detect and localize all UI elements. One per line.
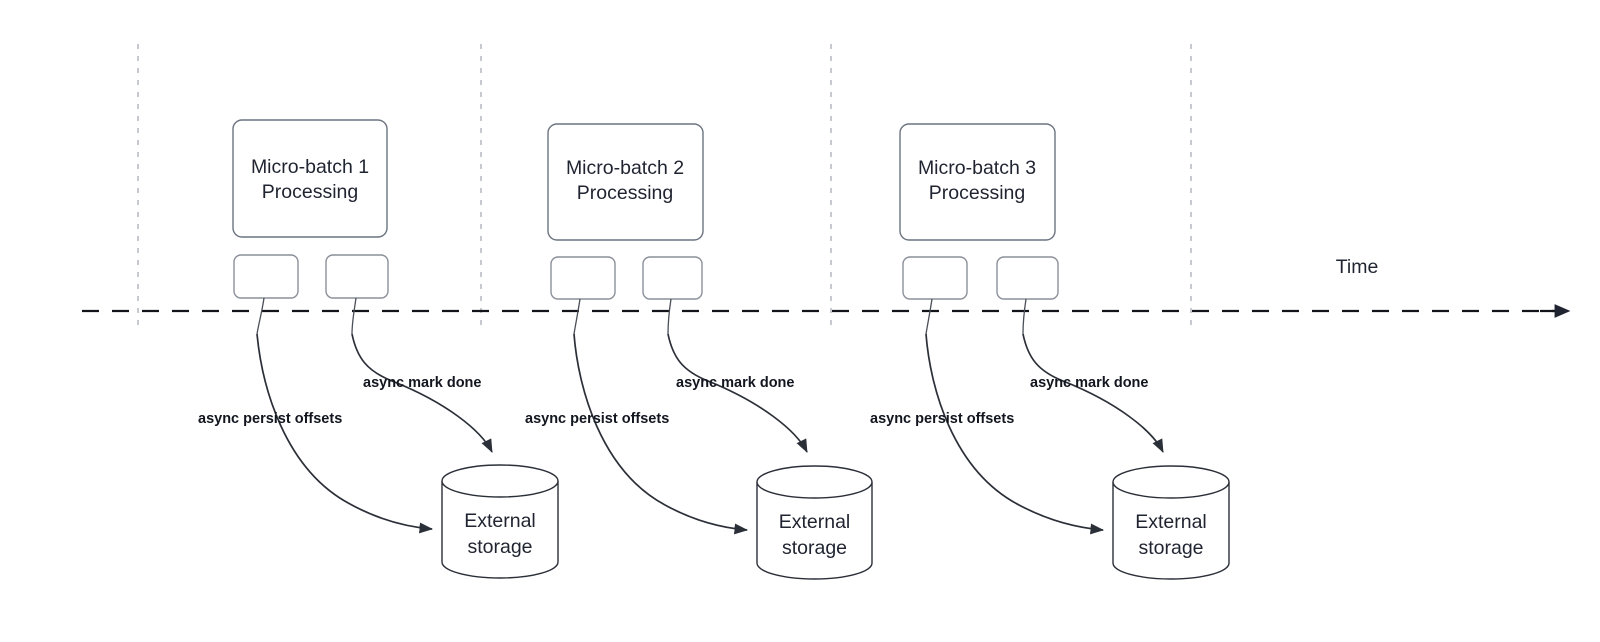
arrow-async-mark-done-1 (351, 333, 493, 453)
connector-3b (1022, 298, 1027, 335)
arrow-async-mark-done-2 (667, 333, 808, 453)
process-box-1-line2: Processing (262, 181, 358, 203)
connector-3a (925, 298, 933, 335)
external-storage-1-line2: storage (467, 536, 532, 558)
edge-label-async-persist-offsets-3: async persist offsets (870, 411, 1014, 427)
process-box-2-line1: Micro-batch 2 (566, 157, 684, 179)
group-1: Micro-batch 1 Processing async persist o… (198, 119, 559, 579)
process-box-1[interactable]: Micro-batch 1 Processing (232, 119, 388, 238)
external-storage-3-line1: External (1135, 511, 1207, 533)
arrow-async-persist-offsets-3 (925, 333, 1105, 535)
time-axis-label: Time (1336, 256, 1379, 278)
task-box-3a[interactable] (902, 256, 968, 300)
external-storage-3-body (1112, 482, 1230, 580)
group-3: Micro-batch 3 Processing async persist o… (870, 123, 1230, 580)
external-storage-2[interactable]: External storage (756, 465, 873, 580)
process-box-3-line2: Processing (929, 182, 1025, 204)
external-storage-2-top (756, 465, 873, 499)
edge-label-async-mark-done-1: async mark done (363, 375, 481, 391)
process-box-3[interactable]: Micro-batch 3 Processing (899, 123, 1056, 241)
arrow-async-mark-done-3 (1022, 333, 1164, 453)
external-storage-3-line2: storage (1138, 537, 1203, 559)
edge-label-async-persist-offsets-2: async persist offsets (525, 411, 669, 427)
process-box-3-shape (899, 123, 1056, 241)
task-box-3b[interactable] (996, 256, 1059, 300)
process-box-1-line1: Micro-batch 1 (251, 156, 369, 178)
task-box-2a[interactable] (550, 256, 616, 300)
time-axis: Time (82, 256, 1571, 318)
process-box-2[interactable]: Micro-batch 2 Processing (547, 123, 704, 241)
connector-2b (667, 298, 672, 335)
task-box-1a[interactable] (233, 254, 299, 299)
process-box-3-line1: Micro-batch 3 (918, 157, 1036, 179)
external-storage-3[interactable]: External storage (1112, 465, 1230, 580)
external-storage-1-body (441, 481, 559, 579)
edge-label-async-persist-offsets-1: async persist offsets (198, 411, 342, 427)
connector-1a (256, 297, 265, 335)
arrow-async-persist-offsets-2 (573, 333, 749, 535)
group-2: Micro-batch 2 Processing async persist o… (525, 123, 873, 580)
process-box-1-shape (232, 119, 388, 238)
edge-label-async-mark-done-3: async mark done (1030, 375, 1148, 391)
external-storage-1-top (441, 464, 559, 498)
connector-1b (351, 297, 357, 335)
process-box-2-shape (547, 123, 704, 241)
external-storage-2-line2: storage (782, 537, 847, 559)
process-box-2-line2: Processing (577, 182, 673, 204)
external-storage-2-line1: External (779, 511, 851, 533)
external-storage-1-line1: External (464, 510, 536, 532)
task-box-2b[interactable] (642, 256, 703, 300)
edge-label-async-mark-done-2: async mark done (676, 375, 794, 391)
external-storage-3-top (1112, 465, 1230, 499)
arrow-async-persist-offsets-1 (256, 333, 434, 534)
connector-2a (573, 298, 581, 335)
external-storage-2-body (756, 482, 873, 580)
task-box-1b[interactable] (325, 254, 389, 299)
external-storage-1[interactable]: External storage (441, 464, 559, 579)
